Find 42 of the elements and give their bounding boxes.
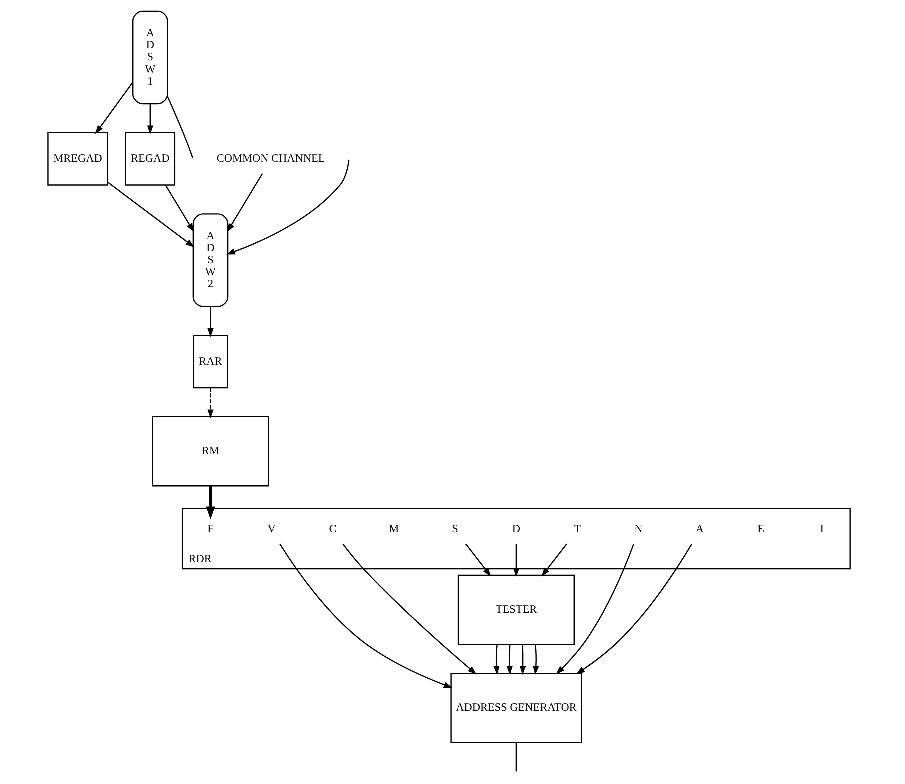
node-text: V — [268, 524, 276, 536]
arrow — [342, 544, 477, 675]
node-text: D — [512, 524, 521, 536]
arrow — [208, 306, 214, 338]
arrow — [206, 486, 216, 520]
arrow — [208, 388, 214, 419]
arrow — [147, 104, 154, 135]
node-text: T — [574, 524, 582, 536]
node-text: F — [208, 524, 214, 536]
arrow — [165, 185, 194, 232]
node-text: N — [634, 524, 643, 536]
node-box: RAR — [193, 335, 228, 389]
arrow — [107, 182, 195, 248]
connector — [516, 742, 518, 772]
connector — [167, 96, 194, 158]
arrow — [556, 544, 634, 675]
arrow — [506, 644, 513, 676]
arrow — [95, 82, 134, 134]
arrow — [280, 544, 453, 688]
arrow — [576, 544, 692, 675]
arrow — [513, 544, 520, 578]
node-box: TESTER — [458, 574, 575, 646]
arrow — [226, 160, 350, 255]
arrow — [494, 644, 500, 676]
node-box: A D S W 2 — [192, 214, 229, 308]
node-box: RM — [152, 416, 270, 487]
node-text: C — [329, 524, 337, 536]
node-text: M — [389, 524, 400, 536]
arrow — [533, 644, 540, 676]
node-text: COMMON CHANNEL — [216, 153, 326, 166]
node-box: A D S W 1 — [132, 10, 168, 105]
node-box: MREGAD — [48, 132, 108, 186]
arrow — [542, 544, 568, 577]
node-box: ADDRESS GENERATOR — [450, 672, 582, 744]
node-text: S — [452, 524, 458, 536]
arrow — [520, 644, 526, 676]
node-box: REGAD — [125, 132, 176, 186]
node-text: I — [820, 524, 824, 536]
node-text: E — [758, 524, 764, 536]
arrow — [227, 173, 264, 232]
node-text: A — [696, 524, 704, 536]
arrow — [466, 544, 492, 577]
